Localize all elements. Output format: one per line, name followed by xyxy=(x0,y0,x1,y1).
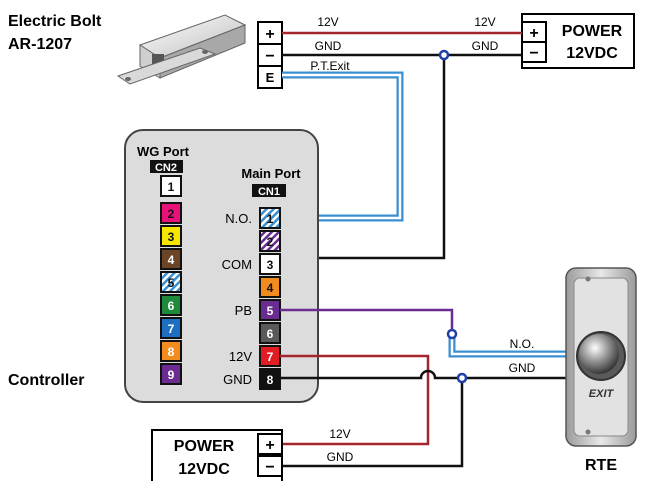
wg-pin-9-label: 9 xyxy=(168,368,175,382)
bolt-terminal-e: E xyxy=(266,70,275,85)
wg-pin-3-label: 3 xyxy=(168,230,175,244)
bolt-model: AR-1207 xyxy=(8,36,72,53)
wg-pin-4-label: 4 xyxy=(168,253,175,267)
main-label-com: COM xyxy=(222,257,252,272)
wire-rte-no xyxy=(448,334,568,358)
wg-pin-8 xyxy=(160,340,182,362)
wg-pin-2-label: 2 xyxy=(168,207,175,221)
bolt-terminal-block: + − E xyxy=(257,21,283,89)
main-label-12v: 12V xyxy=(229,349,252,364)
main-pin-6 xyxy=(259,322,281,344)
wg-pin-1-label: 1 xyxy=(168,180,175,194)
wg-pin-8-label: 8 xyxy=(168,345,175,359)
label-rte-gnd: GND xyxy=(509,361,536,375)
controller-label: Controller xyxy=(8,372,84,389)
wg-pin-6 xyxy=(160,294,182,316)
wg-pin-5-label: 5 xyxy=(168,276,175,290)
wire-gnd-to-com xyxy=(282,55,446,260)
power-bottom-title: POWER xyxy=(174,438,235,455)
main-pin-1 xyxy=(259,207,281,229)
main-pins: 1 2 3 4 5 6 7 8 xyxy=(259,207,281,390)
wg-pin-4 xyxy=(160,248,182,270)
main-label-no: N.O. xyxy=(225,211,252,226)
power-top-minus: − xyxy=(529,45,538,62)
label-gnd-top-right: GND xyxy=(472,39,499,53)
main-label-gnd: GND xyxy=(223,372,252,387)
label-pt-exit: P.T.Exit xyxy=(310,59,350,73)
power-top-plus: + xyxy=(529,25,538,42)
main-pin-4 xyxy=(259,276,281,298)
rte-label: RTE xyxy=(585,457,617,474)
power-top-voltage: 12VDC xyxy=(566,45,618,62)
power-top-title: POWER xyxy=(562,23,623,40)
wg-port-label: WG Port xyxy=(137,144,190,159)
main-pin-2 xyxy=(259,230,281,252)
main-pin-2-label: 2 xyxy=(267,235,274,249)
label-gnd-top-left: GND xyxy=(315,39,342,53)
wg-pin-6-label: 6 xyxy=(168,299,175,313)
main-label-pb: PB xyxy=(235,303,252,318)
wg-cn-label: CN2 xyxy=(155,162,177,174)
rte-exit-button xyxy=(565,267,637,447)
bolt-terminal-plus: + xyxy=(265,26,274,43)
power-bottom-voltage: 12VDC xyxy=(178,461,230,478)
wg-pin-3 xyxy=(160,225,182,247)
bolt-name: Electric Bolt xyxy=(8,13,102,30)
main-pin-3 xyxy=(259,253,281,275)
bolt-terminal-minus: − xyxy=(265,48,274,65)
wire-pb xyxy=(280,308,454,334)
main-pin-7-label: 7 xyxy=(267,350,274,364)
junction-bottom-gnd xyxy=(456,372,468,384)
label-12v-top-right: 12V xyxy=(474,15,495,29)
wire-gnd-rte xyxy=(280,369,568,380)
power-block-top: + − POWER 12VDC xyxy=(521,13,635,69)
main-pin-1-label: 1 xyxy=(267,212,274,226)
wg-pin-7 xyxy=(160,317,182,339)
label-12v-top-left: 12V xyxy=(317,15,338,29)
main-port-label: Main Port xyxy=(241,166,301,181)
power-bottom-minus: − xyxy=(265,459,274,476)
main-pin-4-label: 4 xyxy=(267,281,274,295)
electric-bolt-image xyxy=(116,14,247,85)
main-cn-label: CN1 xyxy=(258,186,280,198)
main-pin-3-label: 3 xyxy=(267,258,274,272)
power-block-bottom: + − POWER 12VDC xyxy=(151,429,283,481)
junction-top-gnd xyxy=(438,49,450,61)
junction-pb xyxy=(446,328,458,340)
main-pin-6-label: 6 xyxy=(267,327,274,341)
main-pin-5-label: 5 xyxy=(267,304,274,318)
main-cn-badge xyxy=(252,184,286,197)
wire-12v-bottom xyxy=(280,354,430,446)
wg-cn-badge xyxy=(150,160,183,173)
main-pin-8-label: 8 xyxy=(267,373,274,387)
label-rte-no: N.O. xyxy=(510,337,535,351)
wg-pin-5 xyxy=(160,271,182,293)
rte-exit-text: EXIT xyxy=(589,388,615,400)
wire-gnd-bottom xyxy=(282,378,464,468)
wg-pins: 1 2 3 4 5 6 7 8 9 xyxy=(160,175,182,385)
power-bottom-plus: + xyxy=(265,437,274,454)
wg-pin-2 xyxy=(160,202,182,224)
wg-pin-1 xyxy=(160,175,182,197)
label-gnd-bottom: GND xyxy=(327,450,354,464)
wire-pt-exit xyxy=(282,71,404,222)
label-12v-bottom: 12V xyxy=(329,427,350,441)
wg-pin-9 xyxy=(160,363,182,385)
wg-pin-7-label: 7 xyxy=(168,322,175,336)
